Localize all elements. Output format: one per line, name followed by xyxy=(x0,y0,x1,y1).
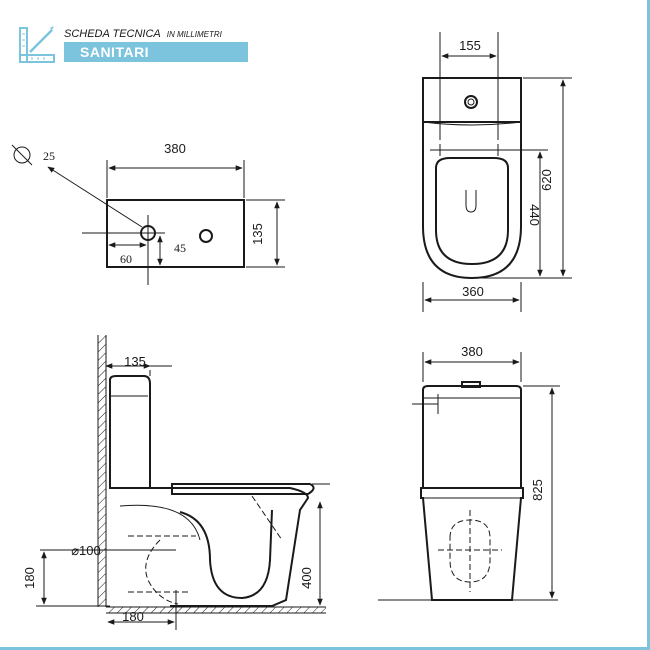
tank-top-view: 380 135 25 60 45 xyxy=(11,141,285,285)
side-view: 135 ⌀100 180 180 400 xyxy=(22,335,330,630)
ruler-square-icon xyxy=(19,26,55,63)
side-tank xyxy=(109,375,151,489)
front-width-label: 380 xyxy=(461,344,483,359)
tank-height-label: 135 xyxy=(250,223,265,245)
bowl-opening xyxy=(435,157,509,266)
side-trapway xyxy=(179,509,273,600)
hole-diameter-leader xyxy=(47,166,143,228)
outlet-wall-label: 180 xyxy=(122,609,144,624)
header: SCHEDA TECNICA IN MILLIMETRI SANITARI xyxy=(18,20,248,64)
hole-y-label: 45 xyxy=(174,241,186,255)
front-outlet-hidden xyxy=(449,519,491,583)
side-seat xyxy=(171,483,315,495)
front-tank xyxy=(422,385,522,489)
wall-hatch xyxy=(98,335,106,607)
secondary-hole xyxy=(199,229,213,243)
outlet-diameter-label: ⌀100 xyxy=(71,543,101,558)
flush-button-icon xyxy=(464,95,478,109)
floor-hatch xyxy=(106,607,326,613)
diameter-symbol-icon xyxy=(13,146,31,164)
plan-inner-label: 440 xyxy=(527,204,542,226)
front-height-label: 825 xyxy=(530,479,545,501)
category-badge: SANITARI xyxy=(64,42,248,62)
hole-diameter-label: 25 xyxy=(43,149,55,163)
front-flush-button xyxy=(461,381,481,388)
tank-depth-label: 135 xyxy=(124,354,146,369)
drain-symbol xyxy=(465,190,477,213)
unit-note: IN MILLIMETRI xyxy=(166,30,222,39)
front-bowl xyxy=(420,487,524,601)
toilet-plan-outline xyxy=(422,77,522,280)
plan-depth-label: 620 xyxy=(539,169,554,191)
title-line: SCHEDA TECNICA IN MILLIMETRI xyxy=(64,24,222,42)
front-view: 380 825 xyxy=(378,344,560,601)
plan-width-label: 360 xyxy=(462,284,484,299)
plan-view: 155 360 620 440 xyxy=(422,32,572,312)
outlet-height-label: 180 xyxy=(22,567,37,589)
doc-title: SCHEDA TECNICA xyxy=(64,28,161,40)
hole-x-label: 60 xyxy=(120,252,132,266)
tank-width-label: 380 xyxy=(164,141,186,156)
seat-height-label: 400 xyxy=(299,567,314,589)
plan-top-label: 155 xyxy=(459,38,481,53)
